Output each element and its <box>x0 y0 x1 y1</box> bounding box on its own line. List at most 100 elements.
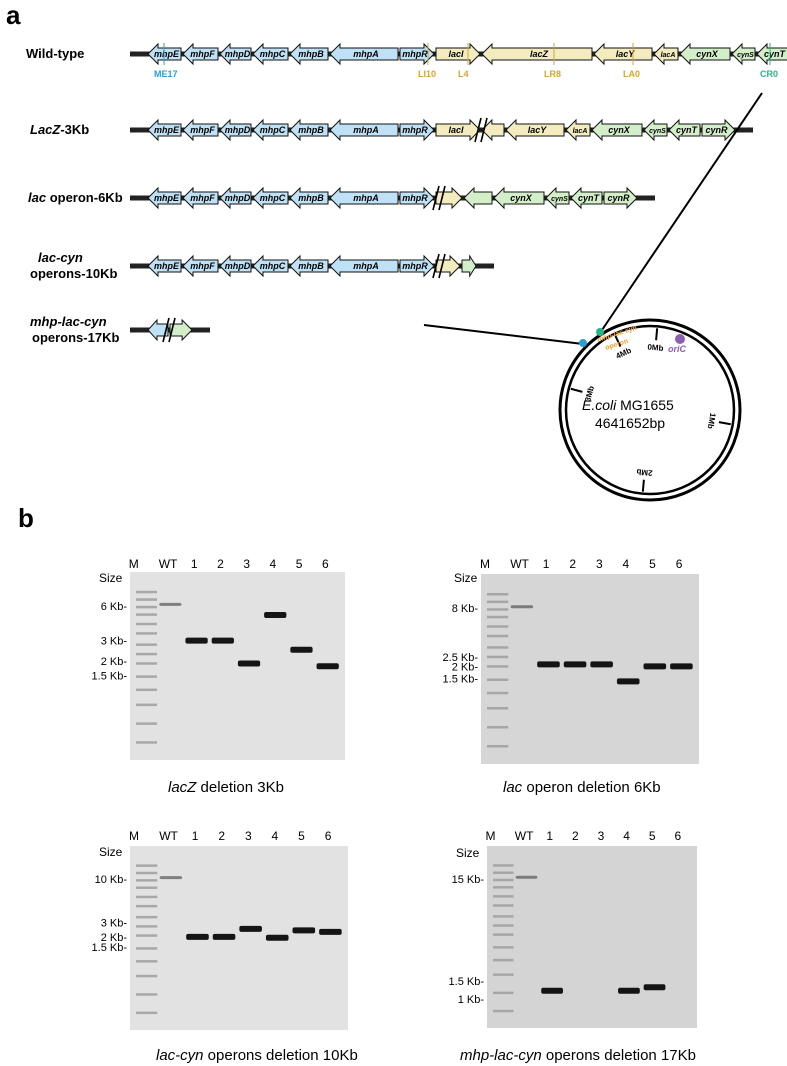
gene-label: cynS <box>649 128 666 135</box>
gene-arrow <box>289 118 329 142</box>
operon-dot-mhp <box>579 339 587 347</box>
lane-label: 1 <box>543 557 550 571</box>
sample-band <box>563 661 587 668</box>
gene-label: mhpD <box>225 49 251 59</box>
lane-label: 3 <box>596 557 603 571</box>
gene-label: cynX <box>696 49 719 59</box>
ladder-band <box>493 915 514 918</box>
gene-arrow <box>289 42 329 66</box>
lane-label: 3 <box>598 829 605 843</box>
gene-label: cynT <box>578 193 601 203</box>
break-mark <box>480 117 488 143</box>
gene-arrow <box>252 118 289 142</box>
gel-caption: mhp-lac-cyn operons deletion 17Kb <box>460 1047 696 1064</box>
gene-label: lacA <box>661 52 676 59</box>
gene-label: mhpD <box>225 125 251 135</box>
ladder-band <box>493 878 514 882</box>
gene-label: mhpF <box>190 193 215 203</box>
gene-arrow <box>399 42 435 66</box>
gene-label: lacY <box>528 125 548 135</box>
gel-background <box>130 846 348 1030</box>
ladder-label: 2.5 Kb- <box>443 652 479 664</box>
sample-band <box>319 928 342 935</box>
ladder-band <box>136 915 158 919</box>
gene-arrow <box>603 186 638 210</box>
ladder-band <box>493 933 514 936</box>
sample-band <box>316 663 339 670</box>
gene-label: mhpE <box>154 125 180 135</box>
oric-label: oriC <box>668 344 687 354</box>
ladder-label: 3 Kb- <box>101 636 128 648</box>
sample-band <box>618 987 640 994</box>
break-mark <box>168 317 176 343</box>
gene-arrow <box>435 254 461 278</box>
lane-label: M <box>486 829 496 843</box>
ladder-label: 2 Kb- <box>101 932 128 944</box>
break-mark <box>162 317 170 343</box>
construct-label: LacZ-3Kb <box>30 122 89 137</box>
ladder-band <box>136 1011 158 1015</box>
primer-label: CR0 <box>760 69 778 79</box>
lane-label: 3 <box>243 557 250 571</box>
gene-arrow <box>493 186 545 210</box>
ladder-band <box>136 703 157 707</box>
sample-band <box>211 637 234 644</box>
ladder-label: 15 Kb- <box>452 874 485 886</box>
gene-label: mhpA <box>353 125 379 135</box>
gene-label: cynX <box>608 125 631 135</box>
ladder-band <box>136 675 157 678</box>
gel-caption: lac-cyn operons deletion 10Kb <box>156 1047 358 1064</box>
gene-arrow <box>329 42 399 66</box>
gene-arrow <box>182 254 219 278</box>
gene-arrow <box>701 118 736 142</box>
gene-arrow <box>481 118 505 142</box>
sample-band <box>541 987 563 994</box>
ladder-band <box>493 864 514 867</box>
ladder-label: 1.5 Kb- <box>449 976 485 988</box>
gene-arrow <box>435 118 481 142</box>
construct-label-line2: operons-17Kb <box>32 330 119 345</box>
ladder-band <box>493 904 514 907</box>
gene-arrow <box>252 254 289 278</box>
sample-band <box>290 646 313 653</box>
ladder-band <box>136 871 158 875</box>
ladder-band <box>493 958 514 962</box>
sample-band <box>159 876 183 880</box>
gene-arrow <box>399 118 435 142</box>
lane-label: 1 <box>191 557 198 571</box>
ladder-band <box>136 864 158 867</box>
ladder-band <box>487 625 509 628</box>
gene-arrow <box>731 42 756 66</box>
gene-arrow <box>182 118 219 142</box>
ladder-band <box>487 634 509 638</box>
primer-label: LA0 <box>623 69 640 79</box>
gene-arrow <box>570 186 603 210</box>
gene-arrow <box>463 186 493 210</box>
size-label: Size <box>99 571 123 585</box>
ladder-band <box>136 688 157 692</box>
gene-label: mhpE <box>154 261 180 271</box>
sample-band <box>185 637 208 644</box>
gene-label: mhpE <box>154 49 180 59</box>
sample-band <box>265 934 289 941</box>
ladder-band <box>493 973 514 976</box>
ladder-band <box>487 593 509 596</box>
gene-arrow <box>399 186 435 210</box>
gene-arrow <box>252 186 289 210</box>
break-mark <box>474 117 482 143</box>
lane-label: 2 <box>217 557 224 571</box>
gene-arrow <box>219 42 252 66</box>
mb-tick <box>570 387 583 393</box>
break-mark <box>438 253 446 279</box>
lane-label: 2 <box>218 829 225 843</box>
gene-label: cynT <box>764 49 787 59</box>
gene-arrow <box>399 254 435 278</box>
gene-label: mhpC <box>260 261 286 271</box>
gene-arrow <box>668 118 701 142</box>
gene-arrow <box>169 318 193 342</box>
ladder-band <box>487 608 509 611</box>
